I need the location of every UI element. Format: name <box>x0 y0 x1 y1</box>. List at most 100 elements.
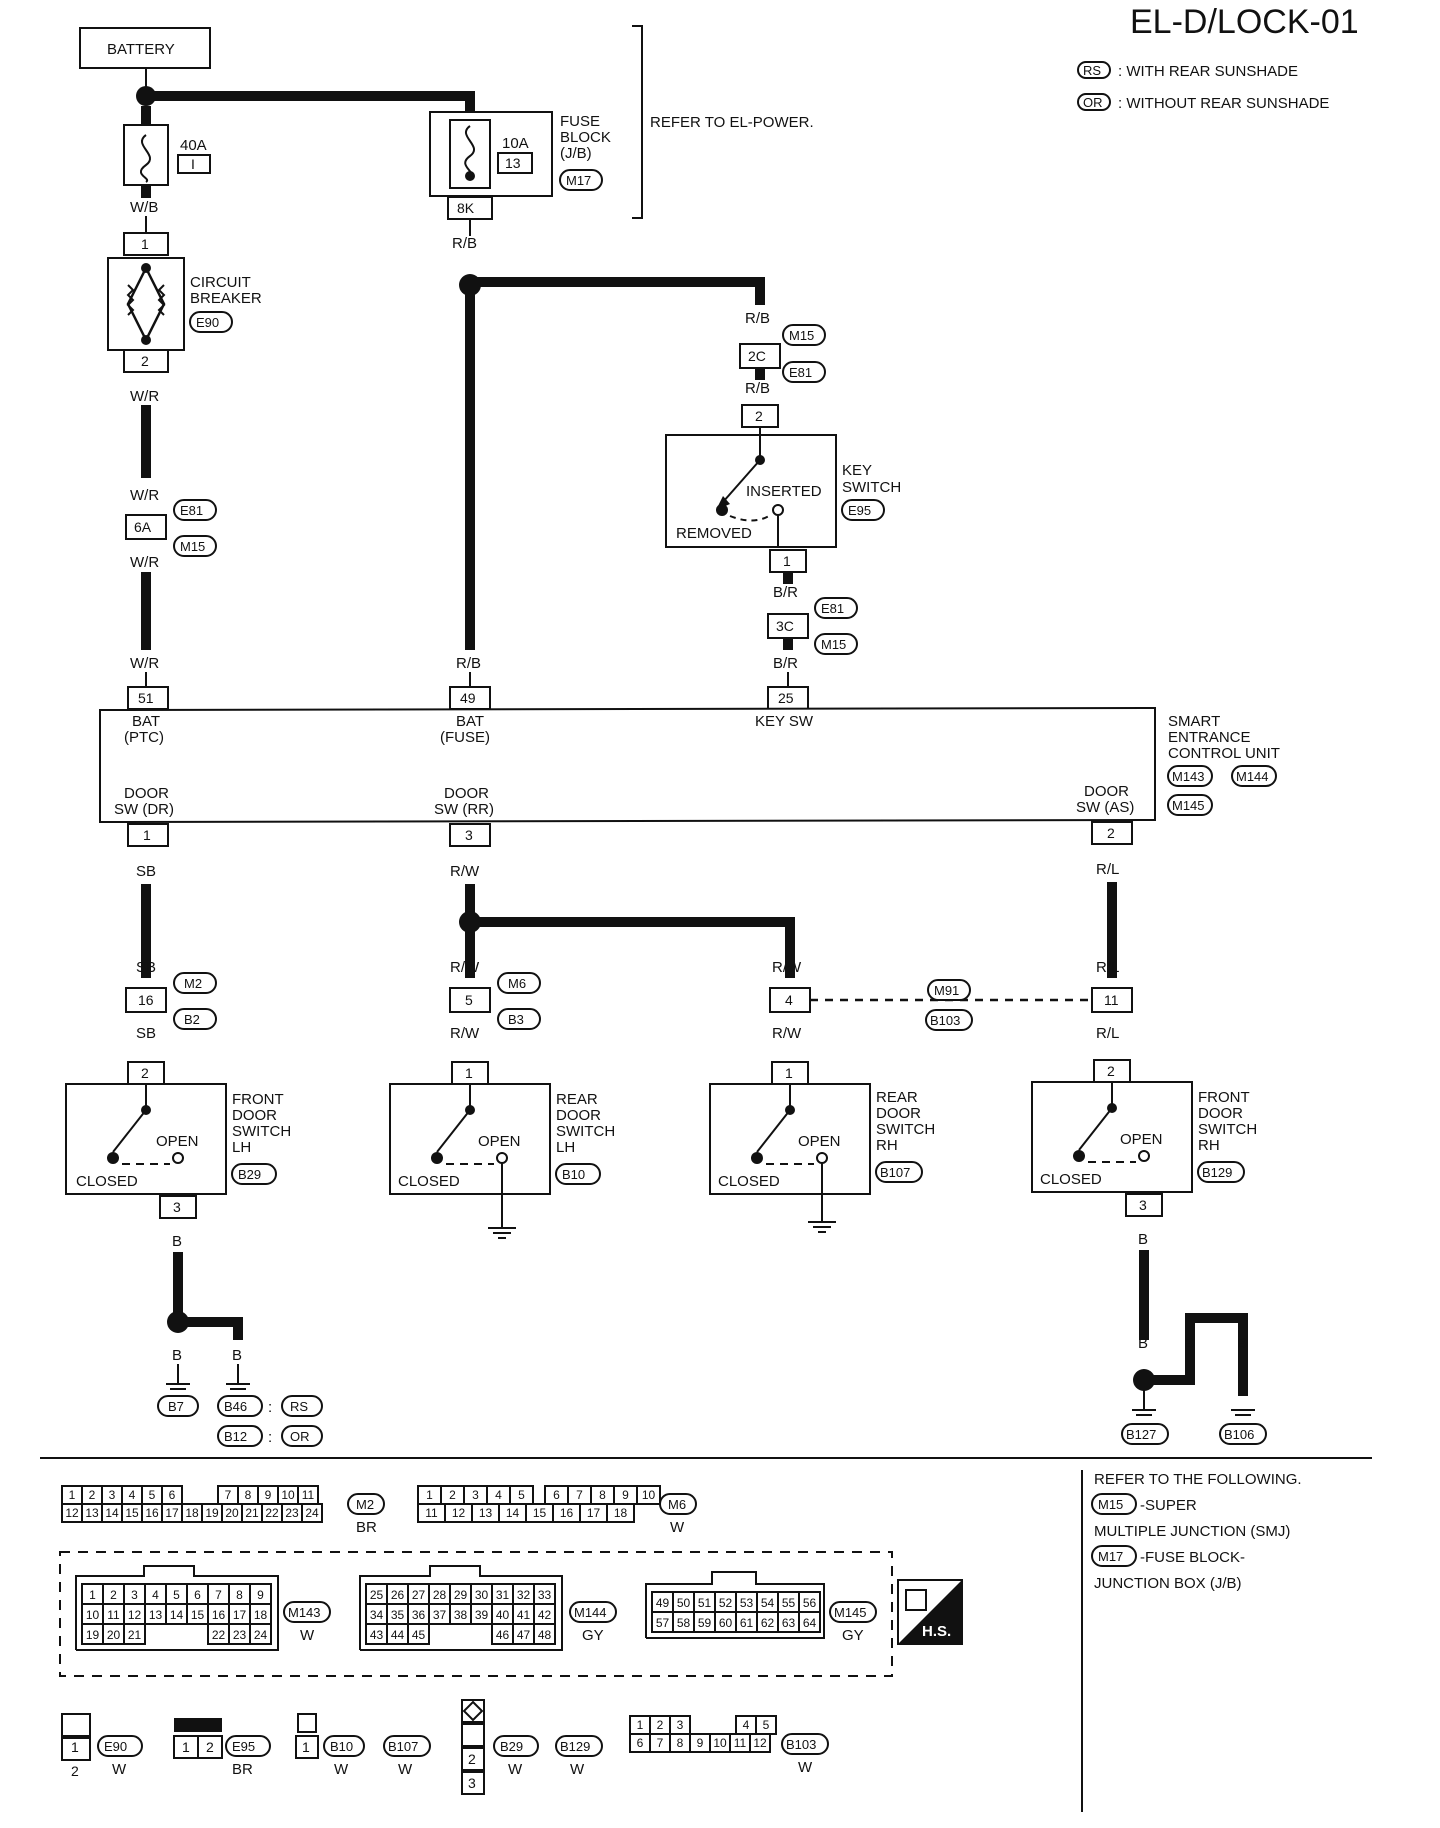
connector-pin: 10 <box>86 1608 100 1622</box>
connector-m6-code: M6 <box>668 1497 686 1512</box>
connector-pin: 15 <box>191 1608 205 1622</box>
wire-rb-2: R/B <box>456 655 481 672</box>
connector-pin: 37 <box>433 1608 447 1622</box>
connector-b10-pin-1: 1 <box>302 1739 310 1755</box>
wire-wb: W/B <box>130 199 158 216</box>
ground-b106: B106 <box>1224 1427 1254 1442</box>
connector-pin: 50 <box>677 1596 691 1610</box>
fuse-40a-rating: 40A <box>180 137 207 154</box>
connector-pin: 3 <box>109 1488 116 1502</box>
connector-pin: 41 <box>517 1608 531 1622</box>
fuse-10a-rating: 10A <box>502 135 529 152</box>
connector-pin: 14 <box>105 1506 119 1520</box>
refer-m15-text2: MULTIPLE JUNCTION (SMJ) <box>1094 1523 1290 1540</box>
junction-4-pin: 4 <box>785 992 793 1008</box>
connector-pin: 10 <box>642 1488 656 1502</box>
connector-pin: 35 <box>391 1608 405 1622</box>
connector-pin: 21 <box>128 1628 142 1642</box>
connector-pin: 5 <box>518 1488 525 1502</box>
fdsw-rh-pin-in: 2 <box>1107 1063 1115 1079</box>
connector-pin: 1 <box>89 1588 96 1602</box>
fuse-40a <box>123 124 169 186</box>
connector-b10-color: W <box>334 1761 349 1778</box>
connector-pin: 3 <box>677 1718 684 1732</box>
ecu-pin-3: 3 <box>465 827 473 843</box>
connector-pin: 19 <box>205 1506 219 1520</box>
connector-e90-code: E90 <box>104 1739 127 1754</box>
refer-m15: M15 <box>1098 1497 1123 1512</box>
ground-b12: B12 <box>224 1429 247 1444</box>
connector-pin: 59 <box>698 1616 712 1630</box>
connector-pin: 48 <box>538 1628 552 1642</box>
junction-16-pin: 16 <box>138 992 154 1008</box>
fuse-block-term: 8K <box>457 200 475 216</box>
ecu-name-2: ENTRANCE <box>1168 729 1251 746</box>
wire-sb-1: SB <box>136 863 156 880</box>
rdsw-rh-closed: CLOSED <box>718 1173 780 1190</box>
key-switch-pin-in: 2 <box>755 408 763 424</box>
key-switch-conn: E95 <box>848 503 871 518</box>
junction-3c-pin: 3C <box>776 618 794 634</box>
junction-16-c1: M2 <box>184 976 202 991</box>
wire-wr-3: W/R <box>130 554 159 571</box>
connector-pin: 39 <box>475 1608 489 1622</box>
junction-6a-pin: 6A <box>134 519 152 535</box>
connector-pin: 18 <box>254 1608 268 1622</box>
connector-pin: 1 <box>426 1488 433 1502</box>
connector-m144-code: M144 <box>574 1605 607 1620</box>
connector-pin: 24 <box>254 1628 268 1642</box>
connector-pin: 12 <box>753 1736 767 1750</box>
connector-pin: 33 <box>538 1588 552 1602</box>
wire-sb-2: SB <box>136 959 156 976</box>
junction-4-c1: M91 <box>934 983 959 998</box>
junction-3c-c2: M15 <box>821 637 846 652</box>
fdsw-lh-pin-in: 2 <box>141 1065 149 1081</box>
smart-entrance-control-unit <box>99 706 1156 824</box>
connector-b129-color: W <box>570 1761 585 1778</box>
fdsw-rh-open: OPEN <box>1120 1131 1163 1148</box>
connector-pin: 25 <box>370 1588 384 1602</box>
ecu-label-rr-1: DOOR <box>444 785 489 802</box>
rear-door-switch-rh <box>709 1083 871 1233</box>
connector-b29-pin-2: 2 <box>468 1751 476 1767</box>
fdsw-rh-name-4: RH <box>1198 1137 1220 1154</box>
ecu-label-batf-1: BAT <box>456 713 484 730</box>
wire-rb-1: R/B <box>452 235 477 252</box>
fuse-10a-num: 13 <box>505 155 521 171</box>
connector-pin: 51 <box>698 1596 712 1610</box>
connector-pin: 4 <box>152 1588 159 1602</box>
fdsw-rh-closed: CLOSED <box>1040 1171 1102 1188</box>
rdsw-lh-closed: CLOSED <box>398 1173 460 1190</box>
connector-pin: 57 <box>656 1616 670 1630</box>
fuse-40a-num: I <box>191 156 195 172</box>
connector-pin: 32 <box>517 1588 531 1602</box>
fdsw-rh-pin-out: 3 <box>1139 1197 1147 1213</box>
connector-b10-code: B10 <box>330 1739 353 1754</box>
fdsw-lh-closed: CLOSED <box>76 1173 138 1190</box>
junction-3c-c1: E81 <box>821 601 844 616</box>
connector-pin: 42 <box>538 1608 552 1622</box>
svg-text::: : <box>268 1429 272 1446</box>
connector-pin: 4 <box>129 1488 136 1502</box>
ground-b7: B7 <box>168 1399 184 1414</box>
fdsw-rh-name-1: FRONT <box>1198 1089 1250 1106</box>
connector-b29-code: B29 <box>500 1739 523 1754</box>
wire-wr-1: W/R <box>130 388 159 405</box>
connector-pin: 11 <box>425 1506 438 1520</box>
junction-6a-c2: M15 <box>180 539 205 554</box>
junction-11-pin: 11 <box>1104 992 1119 1008</box>
connector-pin: 5 <box>173 1588 180 1602</box>
connector-pin: 11 <box>734 1736 747 1750</box>
fdsw-rh-name-3: SWITCH <box>1198 1121 1257 1138</box>
ecu-name-1: SMART <box>1168 713 1220 730</box>
ecu-label-keysw: KEY SW <box>755 713 814 730</box>
connector-m145-code: M145 <box>834 1605 867 1620</box>
connector-pin: 18 <box>614 1506 628 1520</box>
junction-5-c2: B3 <box>508 1012 524 1027</box>
harness-side-badge: H.S. <box>897 1579 963 1645</box>
junction-5-c1: M6 <box>508 976 526 991</box>
connector-pin: 3 <box>472 1488 479 1502</box>
